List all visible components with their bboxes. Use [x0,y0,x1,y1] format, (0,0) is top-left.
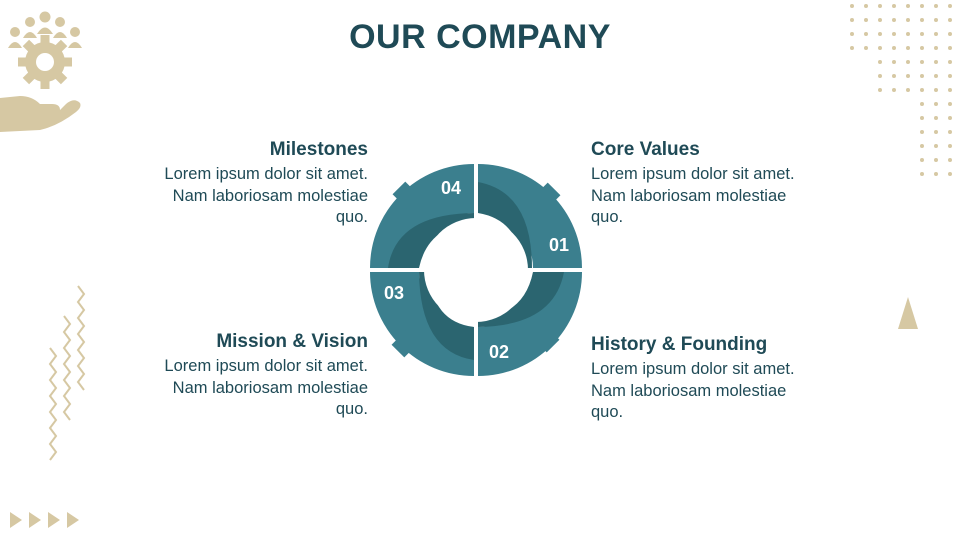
dot [948,102,952,106]
dot [948,144,952,148]
dot [934,116,938,120]
dot [850,46,854,50]
triangle-arrows [10,512,79,528]
dot-grid [850,4,952,176]
dot [906,18,910,22]
dot [878,4,882,8]
mission-vision-block: Mission & Vision Lorem ipsum dolor sit a… [153,330,368,421]
dot [878,32,882,36]
dot [864,32,868,36]
hand-gear-people-icon [0,11,82,132]
cycle-center [424,218,528,322]
dot [850,4,854,8]
dot [920,144,924,148]
dot [892,74,896,78]
milestones-heading: Milestones [269,139,368,160]
mission-vision-heading: Mission & Vision [216,331,368,352]
dot [948,4,952,8]
dot [920,88,924,92]
dot [920,60,924,64]
core-values-heading: Core Values [591,139,700,160]
dot [892,32,896,36]
dot [920,130,924,134]
dot [948,18,952,22]
dot [920,74,924,78]
dot [878,60,882,64]
milestones-text: Lorem ipsum dolor sit amet. Nam laborios… [164,165,368,226]
dot [920,102,924,106]
cycle-separators [366,160,586,380]
dot [934,144,938,148]
dot [920,32,924,36]
dot [906,88,910,92]
history-founding-block: History & Founding Lorem ipsum dolor sit… [591,333,806,424]
segment-02: 02 [478,272,582,376]
dot [934,158,938,162]
dot [864,4,868,8]
dot [864,46,868,50]
history-founding-text: Lorem ipsum dolor sit amet. Nam laborios… [591,360,795,421]
dot [948,130,952,134]
dot [906,46,910,50]
dot [948,116,952,120]
dot [906,32,910,36]
dot [920,18,924,22]
mission-vision-text: Lorem ipsum dolor sit amet. Nam laborios… [164,357,368,418]
dot [948,172,952,176]
dot [892,60,896,64]
segment-number-02: 02 [489,342,509,362]
segment-number-04: 04 [441,178,461,198]
dot [948,60,952,64]
dot [934,130,938,134]
dot [934,32,938,36]
dot [864,18,868,22]
dot [892,46,896,50]
segment-number-01: 01 [549,235,569,255]
dot [906,4,910,8]
dot [920,4,924,8]
dot [920,158,924,162]
dot [934,18,938,22]
dot [892,88,896,92]
segment-04: 04 [370,164,474,268]
dot [906,60,910,64]
dot [878,74,882,78]
core-values-text: Lorem ipsum dolor sit amet. Nam laborios… [591,165,795,226]
triangle-shape [898,297,918,329]
dot [920,46,924,50]
dot [934,88,938,92]
dot [934,46,938,50]
dot [878,18,882,22]
dot [850,18,854,22]
dot [920,172,924,176]
dot [948,46,952,50]
zigzag-lines [48,285,86,461]
dot [934,172,938,176]
dot [934,4,938,8]
history-founding-heading: History & Founding [591,334,768,355]
dot [878,46,882,50]
dot [934,60,938,64]
segment-number-03: 03 [384,283,404,303]
dot [920,116,924,120]
dot [948,32,952,36]
dot [892,18,896,22]
dot [878,88,882,92]
page-title: OUR COMPANY [349,18,611,56]
dot [892,4,896,8]
dot [906,74,910,78]
dot [934,74,938,78]
dot [850,32,854,36]
dot [948,88,952,92]
core-values-block: Core Values Lorem ipsum dolor sit amet. … [591,138,806,229]
dot [948,74,952,78]
dot [934,102,938,106]
milestones-block: Milestones Lorem ipsum dolor sit amet. N… [153,138,368,229]
dot [948,158,952,162]
